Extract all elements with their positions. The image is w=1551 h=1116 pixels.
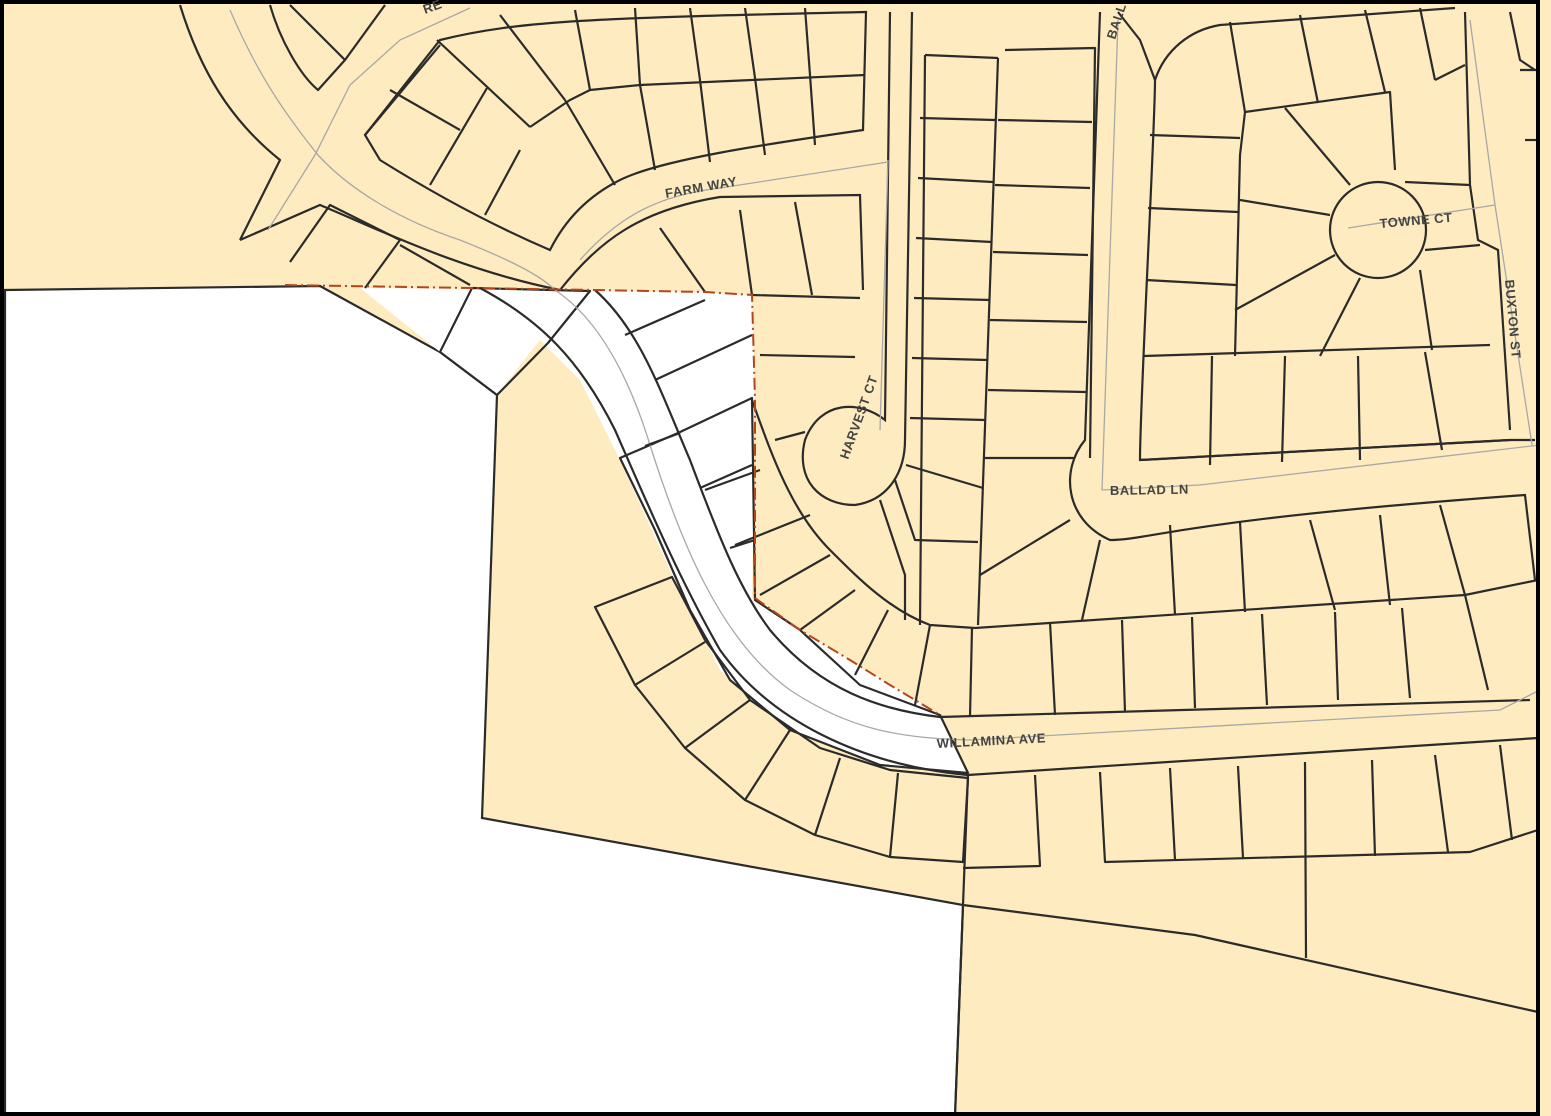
street-label-willamina-ave: WILLAMINA AVE <box>936 730 1046 751</box>
lot-lines <box>178 4 1539 1116</box>
street-label-towne-ct: TOWNE CT <box>1379 210 1453 231</box>
street-label-buxton-st: BUXTON ST <box>1502 279 1524 359</box>
undeveloped-area <box>3 284 965 1116</box>
road-centerlines <box>229 7 1541 741</box>
hatched-parcel[interactable] <box>438 286 592 397</box>
undeveloped-road-corridor <box>360 288 968 773</box>
street-label-ballad-ln: BALLAD LN <box>1110 482 1189 498</box>
hatched-parcel[interactable] <box>618 396 970 775</box>
city-limit-boundary <box>284 284 941 716</box>
